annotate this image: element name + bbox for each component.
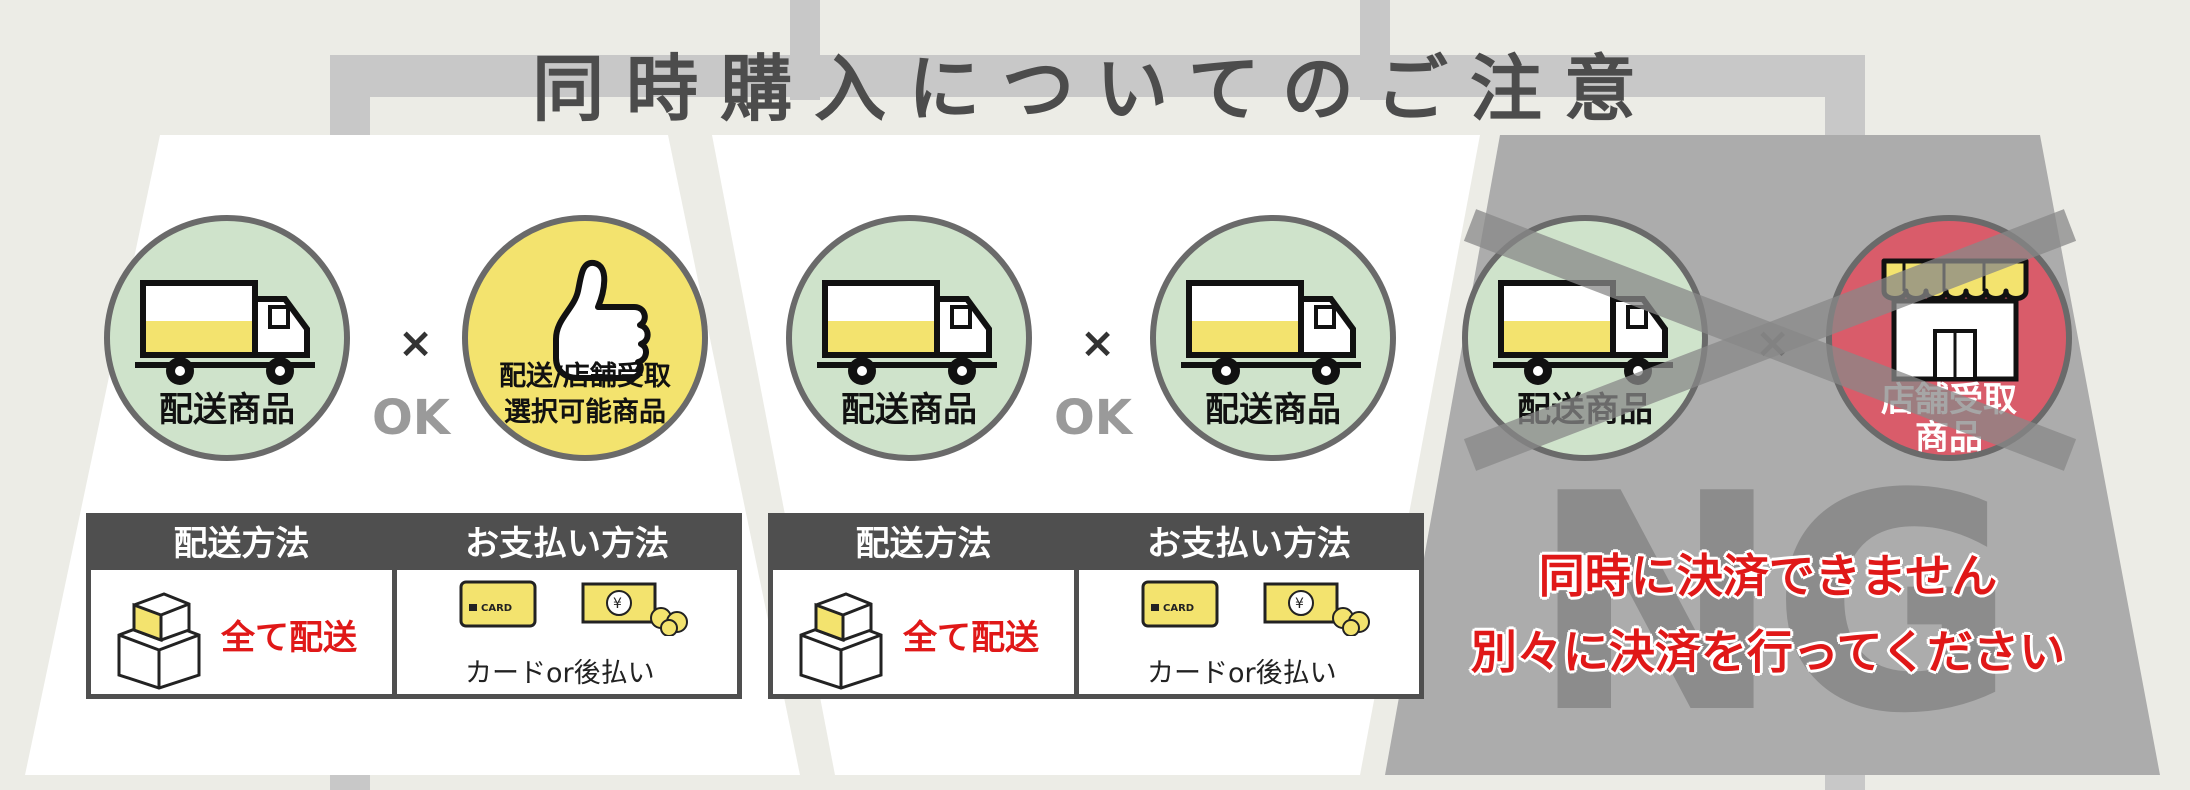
selectable-product-label: 選択可能商品: [504, 397, 666, 428]
ok-label: OK: [372, 390, 450, 446]
table-divider: [392, 518, 397, 694]
credit-card-icon: CARD: [459, 580, 537, 628]
payment-method-header: お支払い方法: [1079, 518, 1419, 570]
delivery-product-circle-2: 配送商品: [1150, 215, 1396, 461]
card-or-deferred-text: カードor後払い: [465, 658, 655, 689]
separate-checkout-message: 別々に決済を行ってください: [1470, 625, 2066, 679]
page-title: 同時購入についてのご注意: [532, 47, 1658, 131]
boxes-icon: [117, 592, 201, 690]
shipping-method-header: 配送方法: [773, 518, 1074, 570]
ng-background-text: NG: [1530, 430, 2017, 779]
delivery-product-circle: 配送商品: [104, 215, 350, 461]
truck-icon: [817, 280, 997, 385]
card-text: CARD: [1163, 603, 1194, 614]
shipping-method-header: 配送方法: [91, 518, 392, 570]
truck-icon: [1493, 280, 1673, 385]
truck-icon: [1181, 280, 1361, 385]
svg-text:¥: ¥: [1295, 596, 1304, 612]
credit-card-icon: CARD: [1141, 580, 1219, 628]
times-symbol: ×: [398, 318, 434, 367]
card-or-deferred-text: カードor後払い: [1147, 658, 1337, 689]
cash-icon: ¥: [581, 582, 688, 636]
truck-icon: [135, 280, 315, 385]
method-table: 配送方法 お支払い方法 全て配送 CARD ¥ カードor後払い: [768, 513, 1424, 699]
times-symbol: ×: [1080, 318, 1116, 367]
method-table: 配送方法 お支払い方法 全て配送 CARD ¥ カードor後払い: [86, 513, 742, 699]
delivery-product-label: 配送商品: [841, 390, 977, 430]
cannot-checkout-message: 同時に決済できません: [1538, 549, 1998, 603]
table-divider: [1074, 518, 1079, 694]
all-delivery-text: 全て配送: [221, 618, 357, 658]
delivery-or-pickup-circle: 配送/店舗受取 選択可能商品: [462, 215, 708, 461]
thumbs-up-icon: [553, 259, 651, 381]
boxes-icon: [799, 592, 883, 690]
delivery-product-label: 配送商品: [159, 390, 295, 430]
payment-method-header: お支払い方法: [397, 518, 737, 570]
delivery-pickup-label: 配送/店舗受取: [499, 361, 671, 392]
svg-text:¥: ¥: [613, 596, 622, 612]
delivery-product-label: 配送商品: [1205, 390, 1341, 430]
ok-label: OK: [1054, 390, 1132, 446]
delivery-product-circle: 配送商品: [786, 215, 1032, 461]
card-text: CARD: [481, 603, 512, 614]
cash-icon: ¥: [1263, 582, 1370, 636]
all-delivery-text: 全て配送: [903, 618, 1039, 658]
